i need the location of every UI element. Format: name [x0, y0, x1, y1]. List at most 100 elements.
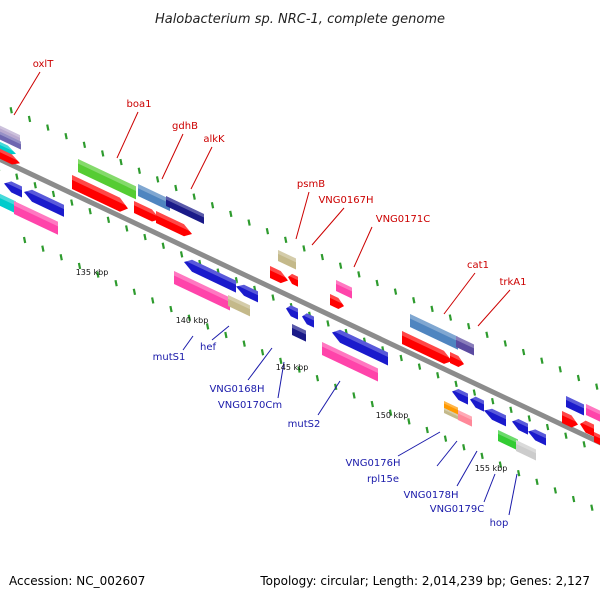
tick-mark: [412, 297, 416, 304]
gene-shape: [166, 196, 204, 224]
gene-block: [580, 418, 594, 437]
top-gene-label: VNG0167H: [318, 195, 373, 206]
topology-text: Topology: circular; Length: 2,014,239 bp…: [260, 574, 590, 588]
gene-shape: [14, 201, 58, 235]
gene-highlight: [322, 342, 378, 374]
gene-block: [134, 201, 160, 222]
gene-highlight: [402, 331, 452, 360]
gene-highlight: [292, 324, 306, 335]
gene-highlight: [528, 426, 546, 439]
gene-highlight: [444, 408, 458, 417]
gene-block: [484, 405, 506, 427]
tick-mark: [399, 354, 403, 362]
gene-shape: [0, 126, 21, 150]
tick-mark: [143, 233, 147, 241]
gene-block: [14, 201, 58, 235]
accession-text: Accession: NC_002607: [9, 574, 146, 588]
gene-highlight: [580, 418, 594, 429]
gene-shape: [562, 411, 578, 428]
gene-shape: [332, 329, 388, 366]
top-gene-label: cat1: [467, 260, 489, 271]
gene-features: [0, 119, 600, 461]
gene-shape: [516, 440, 536, 461]
tick-mark: [498, 461, 503, 468]
bottom-gene-label: mutS1: [153, 352, 186, 363]
tick-mark: [388, 409, 393, 416]
tick-mark: [545, 423, 550, 431]
label-leader: [13, 71, 41, 116]
gene-shape: [292, 324, 306, 342]
top-gene-label: alkK: [203, 134, 225, 145]
gene-shape: [470, 396, 484, 412]
tick-mark: [137, 167, 141, 174]
tick-mark: [125, 225, 129, 232]
tick-mark: [407, 418, 411, 425]
tick-mark: [64, 132, 68, 140]
gene-block: [302, 311, 314, 328]
gene-shape: [288, 273, 298, 287]
gene-shape: [452, 389, 468, 405]
tick-mark: [320, 253, 324, 261]
gene-highlight: [336, 280, 352, 292]
tick-mark: [480, 452, 484, 460]
gene-block: [330, 294, 344, 309]
gene-shape: [410, 314, 458, 350]
gene-block: [236, 281, 258, 303]
gene-highlight: [594, 432, 600, 441]
gene-highlight: [288, 272, 298, 281]
tick-mark: [326, 320, 330, 327]
tick-mark: [70, 199, 74, 206]
gene-highlight: [156, 211, 192, 233]
tick-mark: [205, 323, 210, 330]
gene-shape: [444, 408, 458, 420]
gene-highlight: [516, 440, 536, 454]
tick-mark: [338, 262, 343, 269]
tick-mark: [540, 357, 544, 364]
gene-highlight: [286, 303, 298, 313]
gene-shape: [0, 139, 16, 155]
tick-mark: [210, 202, 215, 209]
tick-mark: [491, 397, 495, 405]
tick-mark: [284, 236, 288, 244]
gene-block: [0, 119, 20, 144]
gene-highlight: [14, 201, 58, 227]
tick-mark: [96, 271, 100, 278]
tick-mark: [59, 254, 63, 261]
label-leader: [211, 325, 230, 341]
bottom-gene-label: hef: [200, 342, 216, 353]
tick-mark: [485, 331, 489, 339]
gene-shape: [402, 331, 452, 364]
gene-block: [586, 404, 600, 423]
tick-mark: [595, 383, 599, 390]
gene-highlight: [174, 271, 230, 303]
gene-shape: [566, 396, 584, 416]
gene-block: [0, 126, 21, 150]
label-leader: [477, 289, 511, 327]
gene-block: [0, 139, 16, 155]
tick-mark: [279, 357, 283, 365]
gene-highlight: [410, 314, 458, 342]
gene-block: [444, 408, 458, 420]
gene-highlight: [452, 386, 468, 398]
tick-mark: [436, 372, 440, 379]
gene-highlight: [236, 281, 258, 296]
label-leaders: [13, 71, 518, 516]
bottom-gene-label: VNG0176H: [345, 458, 400, 469]
gene-highlight: [278, 250, 296, 263]
bottom-gene-label: VNG0179C: [430, 504, 485, 515]
tick-mark: [509, 406, 513, 414]
gene-shape: [336, 280, 352, 299]
label-leader: [508, 473, 518, 516]
tick-mark: [187, 314, 191, 321]
gene-block: [174, 271, 230, 311]
gene-shape: [0, 192, 16, 214]
tick-mark: [564, 432, 568, 439]
tick-mark: [393, 288, 398, 295]
gene-shape: [270, 266, 288, 284]
gene-shape: [24, 189, 64, 217]
label-leader: [295, 191, 310, 240]
tick-mark: [582, 441, 586, 448]
gene-highlight: [0, 119, 20, 138]
gene-highlight: [138, 184, 170, 204]
